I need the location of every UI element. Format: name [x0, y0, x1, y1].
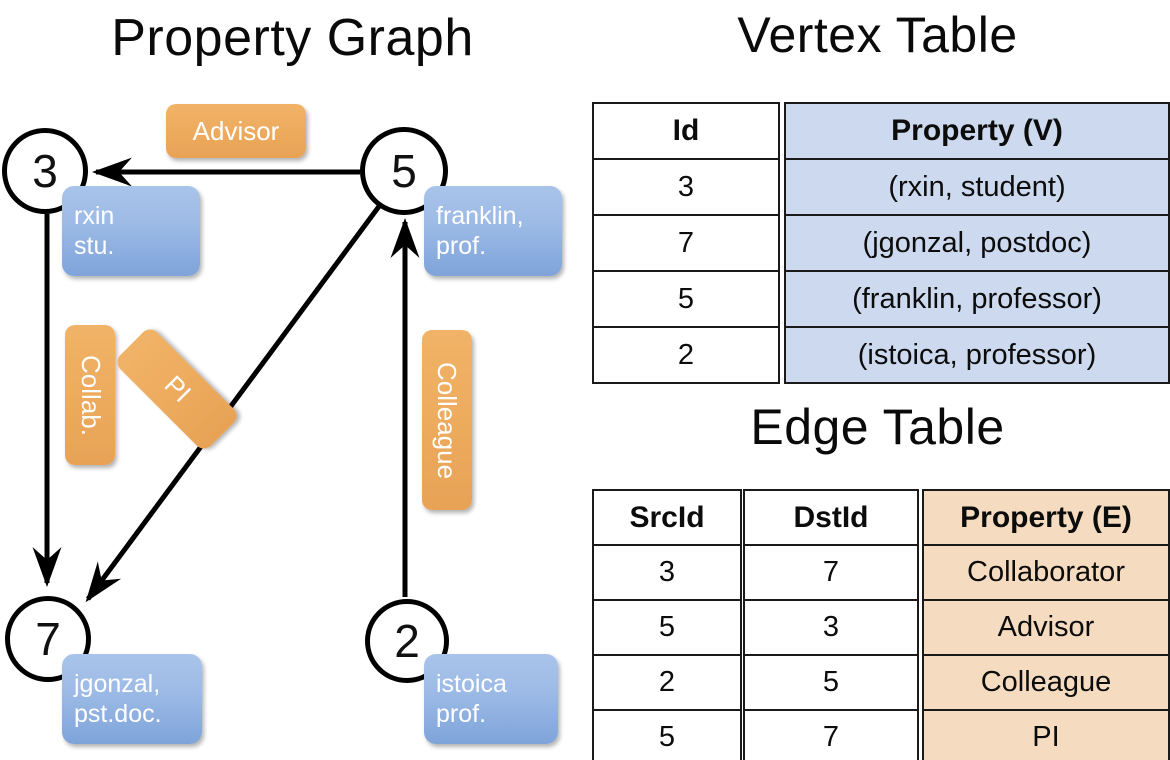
- table-row: 2: [592, 326, 780, 384]
- edge-cell-property: Colleague: [922, 654, 1170, 711]
- edge-cell-dstid: 7: [743, 544, 919, 601]
- table-header-row: Id: [592, 102, 780, 160]
- vertex-bubble-7-line2: pst.doc.: [74, 700, 162, 728]
- vertex-property-table: Property (V) (rxin, student) (jgonzal, p…: [784, 102, 1170, 384]
- vertex-bubble-7-line1: jgonzal,: [74, 669, 161, 698]
- edge-line-5-to-7: [85, 203, 383, 603]
- table-row: 3: [592, 158, 780, 216]
- vertex-cell-id: 2: [592, 326, 780, 384]
- edge-dstid-table: DstId 7 3 5 7: [743, 489, 919, 760]
- property-graph-diagram: 3 5 7 2 rxin stu. franklin, prof. jgonza…: [2, 104, 562, 744]
- vertex-property-bubble-2: istoica prof.: [424, 654, 558, 744]
- table-row: (istoica, professor): [784, 326, 1170, 384]
- vertex-property-bubble-7: jgonzal, pst.doc.: [62, 654, 202, 744]
- vertex-cell-id: 5: [592, 270, 780, 328]
- table-row: 7: [743, 544, 919, 601]
- vertex-id-table: Id 3 7 5 2: [592, 102, 780, 384]
- edge-srcid-table: SrcId 3 5 2 5: [592, 489, 742, 760]
- edge-cell-dstid: 5: [743, 654, 919, 711]
- table-row: 7: [592, 214, 780, 272]
- vertex-bubble-2-line2: prof.: [436, 700, 487, 728]
- vertex-table-title: Vertex Table: [737, 7, 1018, 63]
- table-row: PI: [922, 709, 1170, 760]
- vertex-bubble-5-line1: franklin,: [436, 201, 524, 230]
- edge-label-collab-text: Collab.: [75, 354, 106, 436]
- vertex-bubble-3-line1: rxin: [74, 201, 115, 230]
- table-row: Colleague: [922, 654, 1170, 711]
- table-header-row: DstId: [743, 489, 919, 546]
- graph-node-7-label: 7: [35, 613, 61, 665]
- table-row: Collaborator: [922, 544, 1170, 601]
- table-row: 3: [592, 544, 742, 601]
- table-row: (rxin, student): [784, 158, 1170, 216]
- graph-node-5-label: 5: [391, 145, 417, 197]
- table-row: 5: [592, 709, 742, 760]
- vertex-cell-id: 3: [592, 158, 780, 216]
- vertex-property-bubble-3: rxin stu.: [62, 186, 200, 276]
- table-row: 5: [743, 654, 919, 711]
- vertex-bubble-3-line2: stu.: [74, 232, 115, 260]
- graph-node-3-label: 3: [32, 145, 58, 197]
- table-row: Advisor: [922, 599, 1170, 656]
- table-header-row: Property (E): [922, 489, 1170, 546]
- edge-header-property: Property (E): [922, 489, 1170, 546]
- edge-cell-srcid: 3: [592, 544, 742, 601]
- edge-label-advisor-text: Advisor: [192, 115, 280, 146]
- vertex-cell-property: (rxin, student): [784, 158, 1170, 216]
- vertex-bubble-5-line2: prof.: [436, 232, 487, 260]
- table-row: (jgonzal, postdoc): [784, 214, 1170, 272]
- edge-label-pi-text: PI: [158, 369, 197, 408]
- vertex-cell-id: 7: [592, 214, 780, 272]
- edge-cell-property: Collaborator: [922, 544, 1170, 601]
- edge-label-advisor: Advisor: [166, 104, 306, 158]
- edge-property-table: Property (E) Collaborator Advisor Collea…: [922, 489, 1170, 760]
- edge-label-colleague-text: Colleague: [432, 361, 463, 479]
- table-row: 5: [592, 270, 780, 328]
- graph-node-2-label: 2: [394, 615, 420, 667]
- edge-cell-srcid: 5: [592, 599, 742, 656]
- edge-header-dstid: DstId: [743, 489, 919, 546]
- vertex-header-property: Property (V): [784, 102, 1170, 160]
- edge-cell-dstid: 3: [743, 599, 919, 656]
- edge-label-colleague: Colleague: [422, 330, 472, 510]
- edge-cell-dstid: 7: [743, 709, 919, 760]
- vertex-bubble-2-line1: istoica: [436, 669, 507, 698]
- table-header-row: SrcId: [592, 489, 742, 546]
- vertex-cell-property: (jgonzal, postdoc): [784, 214, 1170, 272]
- edge-cell-srcid: 5: [592, 709, 742, 760]
- table-row: 5: [592, 599, 742, 656]
- table-header-row: Property (V): [784, 102, 1170, 160]
- property-graph-title: Property Graph: [111, 9, 474, 67]
- edge-table-title: Edge Table: [750, 399, 1005, 455]
- edge-cell-srcid: 2: [592, 654, 742, 711]
- table-row: 2: [592, 654, 742, 711]
- edge-label-collab: Collab.: [65, 325, 115, 465]
- table-row: 3: [743, 599, 919, 656]
- vertex-property-bubble-5: franklin, prof.: [424, 186, 562, 276]
- vertex-cell-property: (istoica, professor): [784, 326, 1170, 384]
- table-row: (franklin, professor): [784, 270, 1170, 328]
- vertex-header-id: Id: [592, 102, 780, 160]
- table-row: 7: [743, 709, 919, 760]
- edge-cell-property: Advisor: [922, 599, 1170, 656]
- edge-header-srcid: SrcId: [592, 489, 742, 546]
- vertex-cell-property: (franklin, professor): [784, 270, 1170, 328]
- edge-cell-property: PI: [922, 709, 1170, 760]
- graph-edge-lines: [32, 157, 420, 603]
